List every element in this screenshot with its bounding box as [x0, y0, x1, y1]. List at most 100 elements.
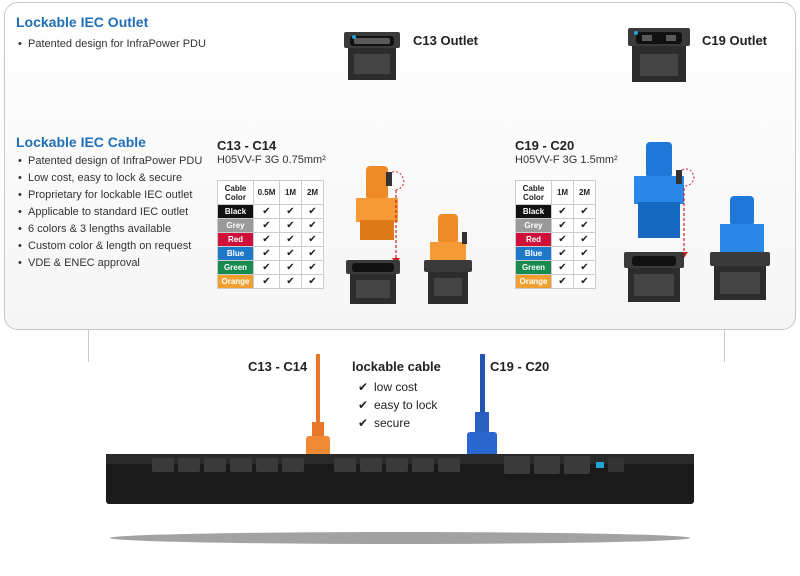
table-row: Grey ✔ ✔ [515, 218, 596, 233]
check-cell: ✔ [279, 260, 302, 275]
table-row: Grey ✔ ✔ ✔ [217, 218, 324, 233]
check-cell: ✔ [551, 260, 574, 275]
check-cell: ✔ [279, 218, 302, 233]
outlet-title: Lockable IEC Outlet [16, 14, 149, 30]
feature-item: ✔ easy to lock [358, 398, 437, 412]
c13-outlet-image [344, 32, 400, 80]
check-icon: ✔ [358, 416, 369, 430]
table-row: Blue ✔ ✔ ✔ [217, 246, 324, 261]
table-header: Cable Color [515, 180, 552, 205]
table-row: Green ✔ ✔ ✔ [217, 260, 324, 275]
cable-bullet: VDE & ENEC approval [18, 255, 202, 272]
c19c20-title: C19 - C20 [515, 138, 575, 153]
color-name-cell: Grey [217, 218, 254, 233]
color-name-cell: Black [515, 204, 552, 219]
color-name-cell: Red [515, 232, 552, 247]
table-header: 2M [573, 180, 596, 205]
outlet-bullet: Patented design for InfraPower PDU [18, 36, 206, 53]
feature-item: ✔ secure [358, 416, 410, 430]
pdu-label-c19c20: C19 - C20 [490, 359, 550, 374]
c19c20-color-table: Cable Color 1M 2M Black ✔ ✔ Grey ✔ ✔ Red… [515, 180, 596, 289]
check-icon: ✔ [358, 380, 369, 394]
check-cell: ✔ [279, 232, 302, 247]
divider-line-left [88, 330, 89, 362]
check-cell: ✔ [253, 260, 280, 275]
table-row: Red ✔ ✔ ✔ [217, 232, 324, 247]
color-name-cell: Grey [515, 218, 552, 233]
check-cell: ✔ [279, 274, 302, 289]
check-icon: ✔ [358, 398, 369, 412]
check-cell: ✔ [253, 204, 280, 219]
table-row: Green ✔ ✔ [515, 260, 596, 275]
check-cell: ✔ [253, 274, 280, 289]
lockable-cable-heading: lockable cable [352, 359, 441, 374]
table-header: Cable Color [217, 180, 254, 205]
table-row: Orange ✔ ✔ ✔ [217, 274, 324, 289]
check-cell: ✔ [279, 204, 302, 219]
check-cell: ✔ [551, 218, 574, 233]
color-name-cell: Orange [515, 274, 552, 289]
cable-bullet: Applicable to standard IEC outlet [18, 204, 202, 221]
color-name-cell: Orange [217, 274, 254, 289]
color-name-cell: Green [217, 260, 254, 275]
c13c14-spec: H05VV-F 3G 0.75mm² [217, 154, 326, 166]
check-cell: ✔ [573, 218, 596, 233]
cable-bullet: Low cost, easy to lock & secure [18, 170, 202, 187]
divider-line-right [724, 330, 725, 362]
pdu-image [106, 354, 694, 544]
check-cell: ✔ [573, 260, 596, 275]
check-cell: ✔ [551, 274, 574, 289]
check-cell: ✔ [253, 246, 280, 261]
cable-bullet: Patented design of InfraPower PDU [18, 153, 202, 170]
outlet-bullets: Patented design for InfraPower PDU [18, 36, 206, 53]
color-name-cell: Green [515, 260, 552, 275]
check-cell: ✔ [301, 260, 324, 275]
cable-bullet: Proprietary for lockable IEC outlet [18, 187, 202, 204]
check-cell: ✔ [551, 204, 574, 219]
check-cell: ✔ [573, 204, 596, 219]
check-cell: ✔ [573, 232, 596, 247]
check-cell: ✔ [551, 232, 574, 247]
check-cell: ✔ [573, 246, 596, 261]
table-header: 1M [279, 180, 302, 205]
check-cell: ✔ [253, 232, 280, 247]
table-header: 1M [551, 180, 574, 205]
c14-plug-image [346, 166, 472, 304]
table-header: 2M [301, 180, 324, 205]
check-cell: ✔ [551, 246, 574, 261]
color-name-cell: Red [217, 232, 254, 247]
table-row: Orange ✔ ✔ [515, 274, 596, 289]
cable-bullets: Patented design of InfraPower PDU Low co… [18, 153, 202, 272]
feature-item: ✔ low cost [358, 380, 417, 394]
c19-outlet-label: C19 Outlet [702, 33, 768, 48]
feature-text: secure [374, 416, 411, 430]
cable-bullet: 6 colors & 3 lengths available [18, 221, 202, 238]
table-row: Black ✔ ✔ ✔ [217, 204, 324, 219]
cable-bullet: Custom color & length on request [18, 238, 202, 255]
check-cell: ✔ [301, 246, 324, 261]
c13-outlet-label: C13 Outlet [413, 33, 479, 48]
c20-plug-image [624, 142, 770, 302]
check-cell: ✔ [279, 246, 302, 261]
c19-outlet-image [628, 28, 690, 82]
pdu-label-c13c14: C13 - C14 [248, 359, 308, 374]
cable-title: Lockable IEC Cable [16, 134, 146, 150]
color-name-cell: Blue [515, 246, 552, 261]
check-cell: ✔ [253, 218, 280, 233]
feature-text: easy to lock [374, 398, 438, 412]
c13c14-color-table: Cable Color 0.5M 1M 2M Black ✔ ✔ ✔ Grey … [217, 180, 324, 289]
check-cell: ✔ [301, 274, 324, 289]
check-cell: ✔ [301, 218, 324, 233]
table-row: Black ✔ ✔ [515, 204, 596, 219]
check-cell: ✔ [301, 204, 324, 219]
color-name-cell: Black [217, 204, 254, 219]
table-row: Red ✔ ✔ [515, 232, 596, 247]
check-cell: ✔ [301, 232, 324, 247]
c19c20-spec: H05VV-F 3G 1.5mm² [515, 154, 618, 166]
color-name-cell: Blue [217, 246, 254, 261]
table-header: 0.5M [253, 180, 280, 205]
feature-text: low cost [374, 380, 418, 394]
table-row: Blue ✔ ✔ [515, 246, 596, 261]
c13c14-title: C13 - C14 [217, 138, 277, 153]
check-cell: ✔ [573, 274, 596, 289]
